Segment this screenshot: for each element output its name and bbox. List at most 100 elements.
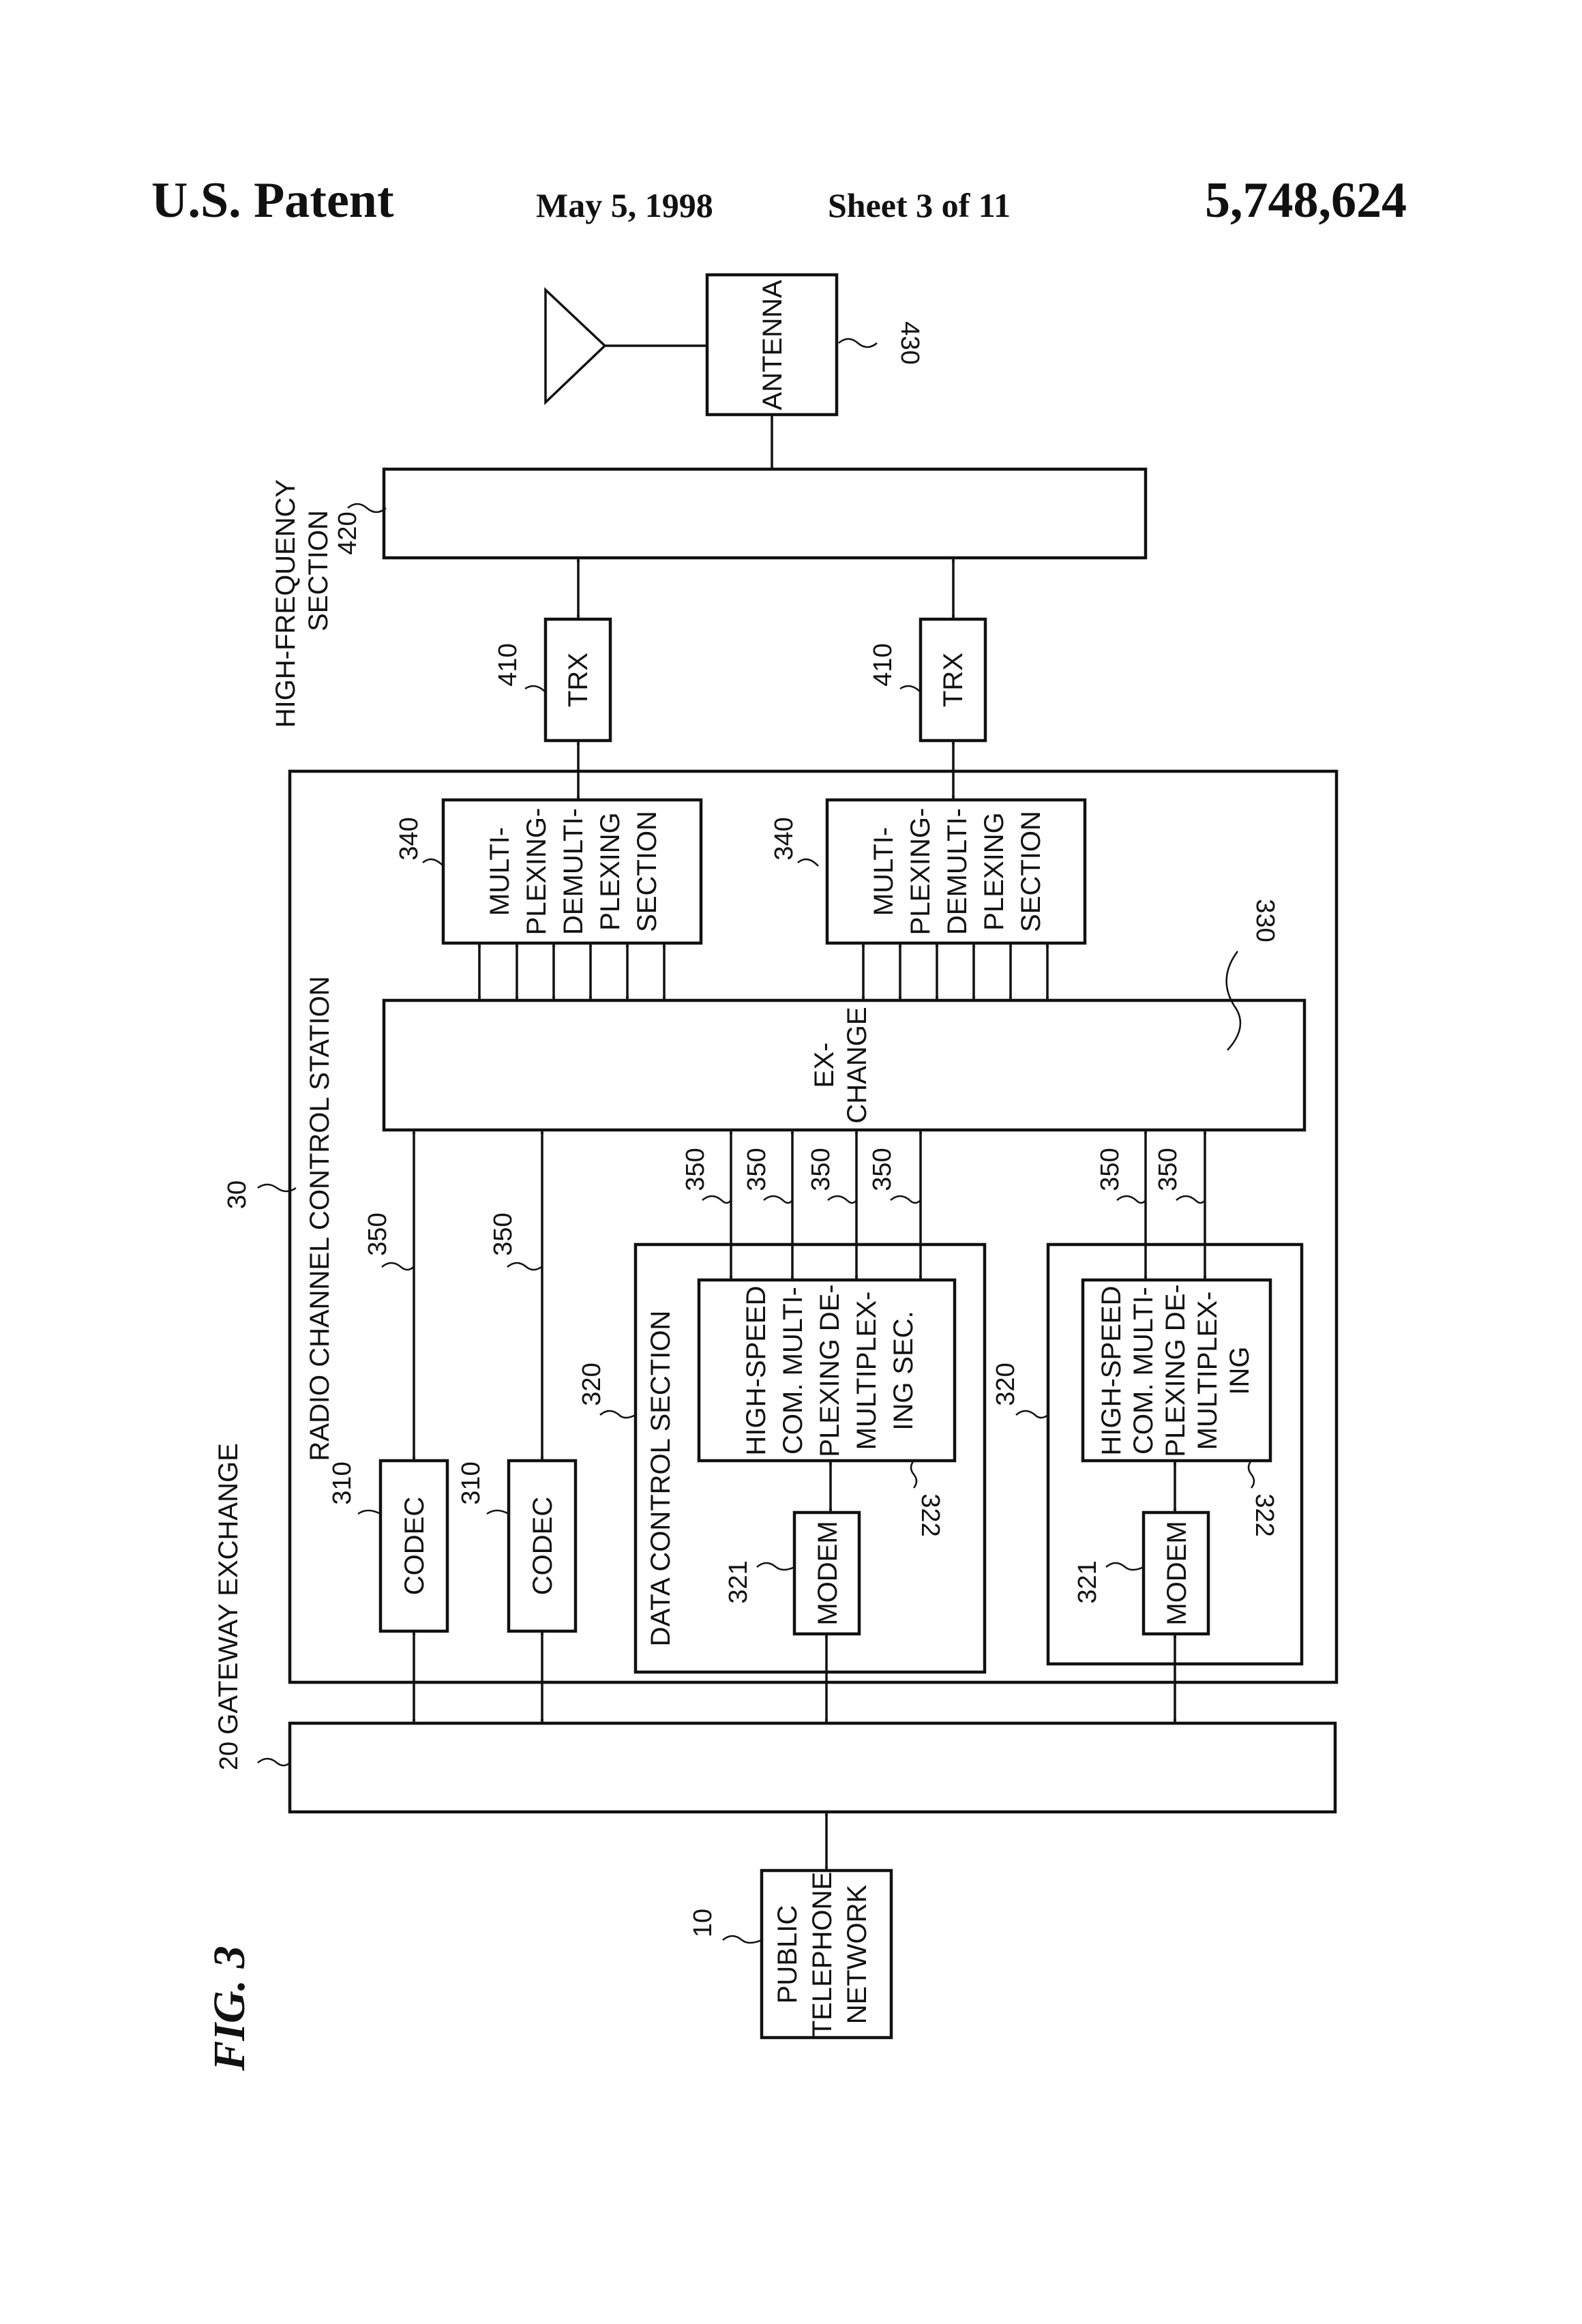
ref-350-dc1-d: 350 bbox=[868, 1148, 897, 1191]
ref-20: 20 bbox=[215, 1742, 243, 1770]
svg-text:MULTI-: MULTI- bbox=[485, 827, 515, 916]
svg-text:MULTIPLEX-: MULTIPLEX- bbox=[1193, 1292, 1223, 1450]
gateway-label: GATEWAY EXCHANGE bbox=[213, 1443, 243, 1734]
trx-label-1: TRX bbox=[563, 653, 593, 707]
ref-310-b-leader bbox=[487, 1510, 509, 1514]
svg-text:MULTI-: MULTI- bbox=[869, 827, 899, 916]
antenna-label: ANTENNA bbox=[758, 280, 788, 410]
exchange-label: EX- CHANGE bbox=[809, 1007, 872, 1123]
svg-text:ING: ING bbox=[1225, 1346, 1255, 1395]
header-date: May 5, 1998 bbox=[536, 186, 713, 224]
ref-350-codec2: 350 bbox=[489, 1212, 518, 1255]
trx-label-2: TRX bbox=[938, 653, 968, 707]
svg-text:COM. MULTI-: COM. MULTI- bbox=[778, 1287, 808, 1455]
ref-340-b-leader bbox=[798, 859, 818, 866]
ref-420-leader bbox=[348, 504, 386, 512]
ref-30: 30 bbox=[223, 1180, 252, 1209]
ref-322-b-leader bbox=[1249, 1461, 1254, 1488]
ref-330: 330 bbox=[1251, 899, 1279, 942]
ptn-label: PUBLIC TELEPHONE NETWORK bbox=[773, 1872, 872, 2037]
svg-text:PLEXING: PLEXING bbox=[979, 812, 1009, 930]
ref-310-a-leader bbox=[358, 1510, 380, 1514]
svg-text:PLEXING-: PLEXING- bbox=[522, 808, 552, 936]
ref-350-dc2-a: 350 bbox=[1096, 1148, 1124, 1191]
rccs-label: RADIO CHANNEL CONTROL STATION bbox=[305, 976, 335, 1461]
ref-350-dc1-c-leader bbox=[828, 1196, 856, 1203]
header-sheet: Sheet 3 of 11 bbox=[828, 186, 1011, 224]
ref-350-codec1: 350 bbox=[363, 1212, 392, 1255]
ref-350-codec2-leader bbox=[507, 1263, 541, 1270]
modem-label-1: MODEM bbox=[813, 1521, 843, 1625]
ref-10: 10 bbox=[689, 1909, 717, 1937]
ref-321-a: 321 bbox=[724, 1560, 753, 1603]
hf-label-line2: SECTION bbox=[303, 510, 333, 631]
data-control-label: DATA CONTROL SECTION bbox=[646, 1311, 676, 1647]
svg-text:EX-: EX- bbox=[809, 1043, 839, 1088]
ref-340-b: 340 bbox=[770, 817, 799, 860]
gateway-exchange-box bbox=[290, 1723, 1335, 1812]
ref-350-dc2-a-leader bbox=[1117, 1196, 1146, 1203]
ref-350-dc2-b: 350 bbox=[1154, 1148, 1182, 1191]
svg-text:HIGH-SPEED: HIGH-SPEED bbox=[741, 1286, 771, 1456]
codec-label-2: CODEC bbox=[528, 1497, 558, 1595]
svg-text:PUBLIC: PUBLIC bbox=[773, 1905, 803, 2004]
ref-410-b-leader bbox=[900, 686, 921, 692]
svg-text:DEMULTI-: DEMULTI- bbox=[942, 808, 972, 935]
ref-322-a-leader bbox=[911, 1461, 916, 1488]
svg-text:SECTION: SECTION bbox=[1016, 811, 1046, 932]
svg-text:COM. MULTI-: COM. MULTI- bbox=[1129, 1287, 1159, 1455]
ref-310-b: 310 bbox=[457, 1461, 486, 1504]
header-number: 5,748,624 bbox=[1205, 173, 1407, 228]
ref-20-leader bbox=[258, 1759, 290, 1766]
high-speed-mux-label-1: HIGH-SPEED COM. MULTI- PLEXING DE- MULTI… bbox=[741, 1284, 919, 1457]
ref-410-a-leader bbox=[525, 686, 546, 692]
ref-320-b: 320 bbox=[991, 1362, 1020, 1405]
svg-text:CHANGE: CHANGE bbox=[842, 1007, 872, 1123]
ref-350-dc1-d-leader bbox=[891, 1196, 921, 1203]
svg-text:MULTIPLEX-: MULTIPLEX- bbox=[852, 1292, 882, 1450]
ref-430-leader bbox=[839, 339, 877, 347]
ref-350-dc1-a: 350 bbox=[681, 1148, 710, 1191]
ref-350-dc1-b: 350 bbox=[743, 1148, 771, 1191]
ref-320-a: 320 bbox=[578, 1362, 606, 1405]
ref-350-codec1-leader bbox=[382, 1263, 413, 1270]
mux2-exchange-links bbox=[863, 943, 1047, 1000]
svg-text:DEMULTI-: DEMULTI- bbox=[558, 808, 588, 935]
modem-label-2: MODEM bbox=[1162, 1521, 1192, 1625]
svg-text:SECTION: SECTION bbox=[632, 811, 662, 932]
ref-310-a: 310 bbox=[328, 1461, 357, 1504]
high-speed-mux-label-2: HIGH-SPEED COM. MULTI- PLEXING DE- MULTI… bbox=[1096, 1284, 1255, 1457]
mux-demux-label-2: MULTI- PLEXING- DEMULTI- PLEXING SECTION bbox=[869, 808, 1046, 936]
ref-410-a: 410 bbox=[494, 643, 522, 686]
ref-350-dc1-c: 350 bbox=[807, 1148, 835, 1191]
mux-demux-label-1: MULTI- PLEXING- DEMULTI- PLEXING SECTION bbox=[485, 808, 662, 936]
ref-321-b: 321 bbox=[1073, 1560, 1102, 1603]
ref-350-dc2-b-leader bbox=[1176, 1196, 1205, 1203]
svg-text:NETWORK: NETWORK bbox=[842, 1884, 872, 2024]
ref-322-b: 322 bbox=[1250, 1493, 1279, 1536]
high-frequency-section-box bbox=[384, 469, 1146, 558]
ref-430: 430 bbox=[895, 321, 924, 364]
ref-10-leader bbox=[723, 1936, 762, 1943]
ref-322-a: 322 bbox=[916, 1493, 944, 1536]
svg-text:TELEPHONE: TELEPHONE bbox=[807, 1872, 837, 2037]
ref-410-b: 410 bbox=[869, 643, 897, 686]
codec-label-1: CODEC bbox=[400, 1497, 430, 1595]
svg-text:PLEXING-: PLEXING- bbox=[906, 808, 936, 936]
data-control-section-box-1 bbox=[636, 1245, 985, 1672]
svg-text:PLEXING DE-: PLEXING DE- bbox=[815, 1284, 845, 1457]
ref-320-a-leader bbox=[600, 1411, 636, 1418]
svg-text:PLEXING DE-: PLEXING DE- bbox=[1161, 1284, 1191, 1457]
antenna-symbol bbox=[546, 290, 605, 402]
header-patent: U.S. Patent bbox=[151, 173, 394, 228]
svg-text:ING SEC.: ING SEC. bbox=[889, 1311, 919, 1431]
ref-320-b-leader bbox=[1016, 1411, 1048, 1418]
figure-label: FIG. 3 bbox=[205, 1946, 254, 2071]
hf-label-line1: HIGH-FREQUENCY bbox=[271, 479, 301, 728]
ref-350-dc1-a-leader bbox=[702, 1196, 731, 1203]
ref-420: 420 bbox=[333, 511, 362, 554]
ref-340-a-leader bbox=[423, 859, 443, 866]
ref-321-b-leader bbox=[1106, 1563, 1144, 1570]
